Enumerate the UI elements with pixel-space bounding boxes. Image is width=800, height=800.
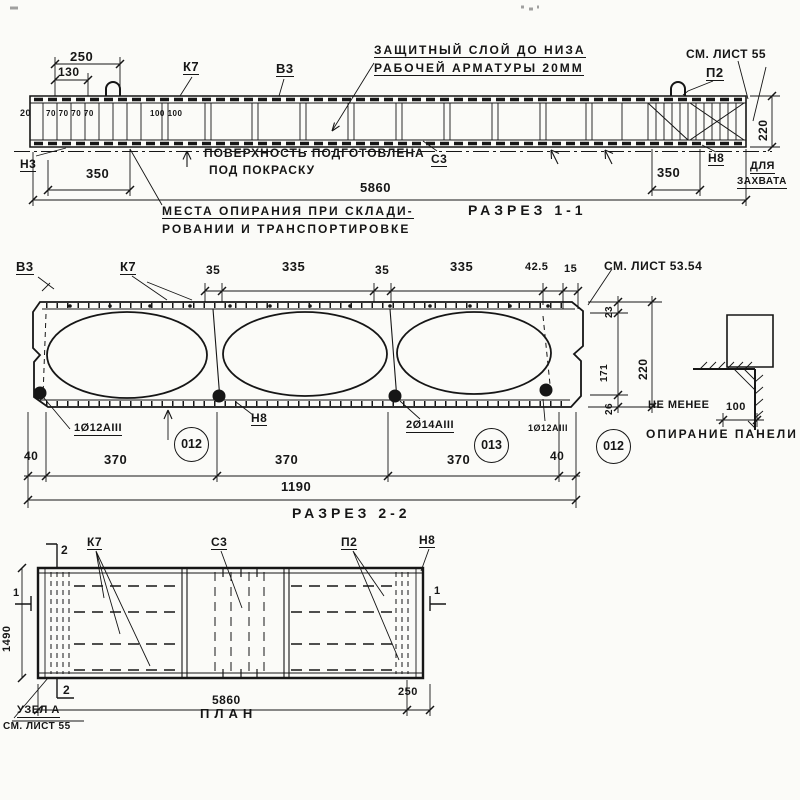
section-1-1-mark-n3: Н3 — [20, 157, 37, 172]
section-2-2-dim-335-b: 335 — [450, 259, 474, 274]
section-1-1-note-grip-line1: ДЛЯ — [750, 160, 775, 174]
section-1-1-view-title: РАЗРЕЗ 1-1 — [468, 202, 587, 218]
section-1-1-dim-350-left: 350 — [86, 166, 110, 181]
section-2-2-dim-40-left: 40 — [24, 449, 39, 463]
section-1-1-note-surface-line2: ПОД ПОКРАСКУ — [209, 163, 316, 177]
section-2-2-linework — [23, 268, 774, 508]
section-2-2-note-bearing-min: НЕ МЕНЕЕ — [648, 399, 710, 411]
plan-mark-p2: П2 — [341, 535, 358, 550]
plan-dim-5860: 5860 — [212, 693, 241, 707]
plan-cut-mark-2-bottom: 2 — [63, 683, 71, 697]
section-1-1-dim-350-right: 350 — [657, 165, 681, 180]
section-1-1-note-surface-line1: ПОВЕРХНОСТЬ ПОДГОТОВЛЕНА — [204, 146, 425, 160]
section-1-1-note-grip-line2: ЗАХВАТА — [737, 176, 787, 189]
section-2-2-view-title: РАЗРЕЗ 2-2 — [292, 505, 411, 521]
section-1-1-note-see-sheet-55: СМ. ЛИСТ 55 — [686, 47, 767, 61]
section-2-2-dim-23: 23 — [604, 305, 615, 318]
plan-cut-mark-1-left: 1 — [13, 587, 20, 599]
section-1-1-note-storage-line2: РОВАНИИ И ТРАНСПОРТИРОВКЕ — [162, 222, 411, 236]
section-2-2-mark-v3: В3 — [16, 259, 34, 275]
rebar-dots — [33, 304, 553, 403]
section-2-2-dim-26: 26 — [604, 402, 615, 415]
plan-mark-s3: С3 — [211, 535, 228, 550]
scan-artifacts — [10, 5, 539, 11]
section-2-2-dim-370-a: 370 — [104, 452, 128, 467]
section-2-2-pos-013: 013 — [474, 428, 509, 463]
section-1-1-dim-70-70-70-70: 70 70 70 70 — [46, 109, 94, 118]
section-1-1-dim-250: 250 — [70, 49, 94, 64]
section-1-1-mark-n8: Н8 — [708, 151, 725, 166]
plan-linework — [12, 543, 446, 722]
section-2-2-rebar-2d14: 2Ø14АIII — [406, 419, 455, 433]
section-2-2-pos-012-right: 012 — [596, 429, 631, 464]
section-1-1-dim-5860: 5860 — [360, 180, 391, 195]
section-2-2-dim-1190: 1190 — [281, 479, 312, 494]
section-1-1-dim-100-100: 100 100 — [150, 109, 183, 118]
section-1-1-mark-v3: В3 — [276, 61, 294, 77]
section-2-2-dim-370-c: 370 — [447, 452, 471, 467]
section-1-1-note-storage-line1: МЕСТА ОПИРАНИЯ ПРИ СКЛАДИ- — [162, 204, 414, 219]
plan-view-title: ПЛАН — [200, 706, 258, 721]
section-2-2-mark-n8: Н8 — [251, 411, 268, 426]
section-1-1-note-cover-line1: ЗАЩИТНЫЙ СЛОЙ ДО НИЗА — [374, 43, 586, 58]
section-2-2-rebar-1d12-right: 1Ø12АIII — [528, 423, 569, 433]
section-2-2-dim-35-b: 35 — [375, 263, 390, 277]
section-2-2-dim-40-right: 40 — [550, 449, 565, 463]
section-1-1-dim-220: 220 — [756, 119, 770, 141]
section-2-2-note-see-sheet-53-54: СМ. ЛИСТ 53.54 — [604, 259, 703, 273]
plan-dim-1490: 1490 — [1, 625, 13, 652]
plan-mark-k7: К7 — [87, 535, 102, 550]
section-2-2-note-bearing: ОПИРАНИЕ ПАНЕЛИ — [646, 427, 798, 441]
section-1-1-mark-k7: К7 — [183, 59, 200, 75]
section-2-2-dim-220: 220 — [636, 358, 650, 380]
section-2-2-dim-15: 15 — [564, 263, 578, 275]
section-1-1-linework — [14, 57, 780, 206]
section-2-2-dim-370-b: 370 — [275, 452, 299, 467]
section-2-2-mark-k7: К7 — [120, 259, 137, 275]
plan-note-see-sheet-55: СМ. ЛИСТ 55 — [3, 721, 71, 732]
section-2-2-dim-335-a: 335 — [282, 259, 306, 274]
section-2-2-dim-171: 171 — [599, 363, 610, 382]
section-1-1-note-cover-line2: РАБОЧЕЙ АРМАТУРЫ 20ММ — [374, 61, 584, 76]
section-1-1-mark-p2: П2 — [706, 65, 724, 81]
section-2-2-rebar-1d12-left: 1Ø12АIII — [74, 422, 123, 436]
section-2-2-dim-35-a: 35 — [206, 263, 221, 277]
section-1-1-mark-s3: С3 — [431, 152, 448, 167]
plan-dim-250: 250 — [398, 686, 418, 698]
section-1-1-dim-20: 20 — [20, 108, 32, 118]
plan-cut-mark-2-top: 2 — [61, 543, 69, 557]
section-2-2-dim-42-5: 42.5 — [525, 261, 549, 273]
section-1-1-dim-130: 130 — [58, 65, 80, 79]
section-2-2-dim-100: 100 — [726, 401, 746, 413]
plan-note-uzel-a: УЗЕЛ А — [17, 704, 60, 718]
plan-mark-n8: Н8 — [419, 533, 436, 548]
plan-cut-mark-1-right: 1 — [434, 585, 441, 597]
section-2-2-pos-012-left: 012 — [174, 427, 209, 462]
